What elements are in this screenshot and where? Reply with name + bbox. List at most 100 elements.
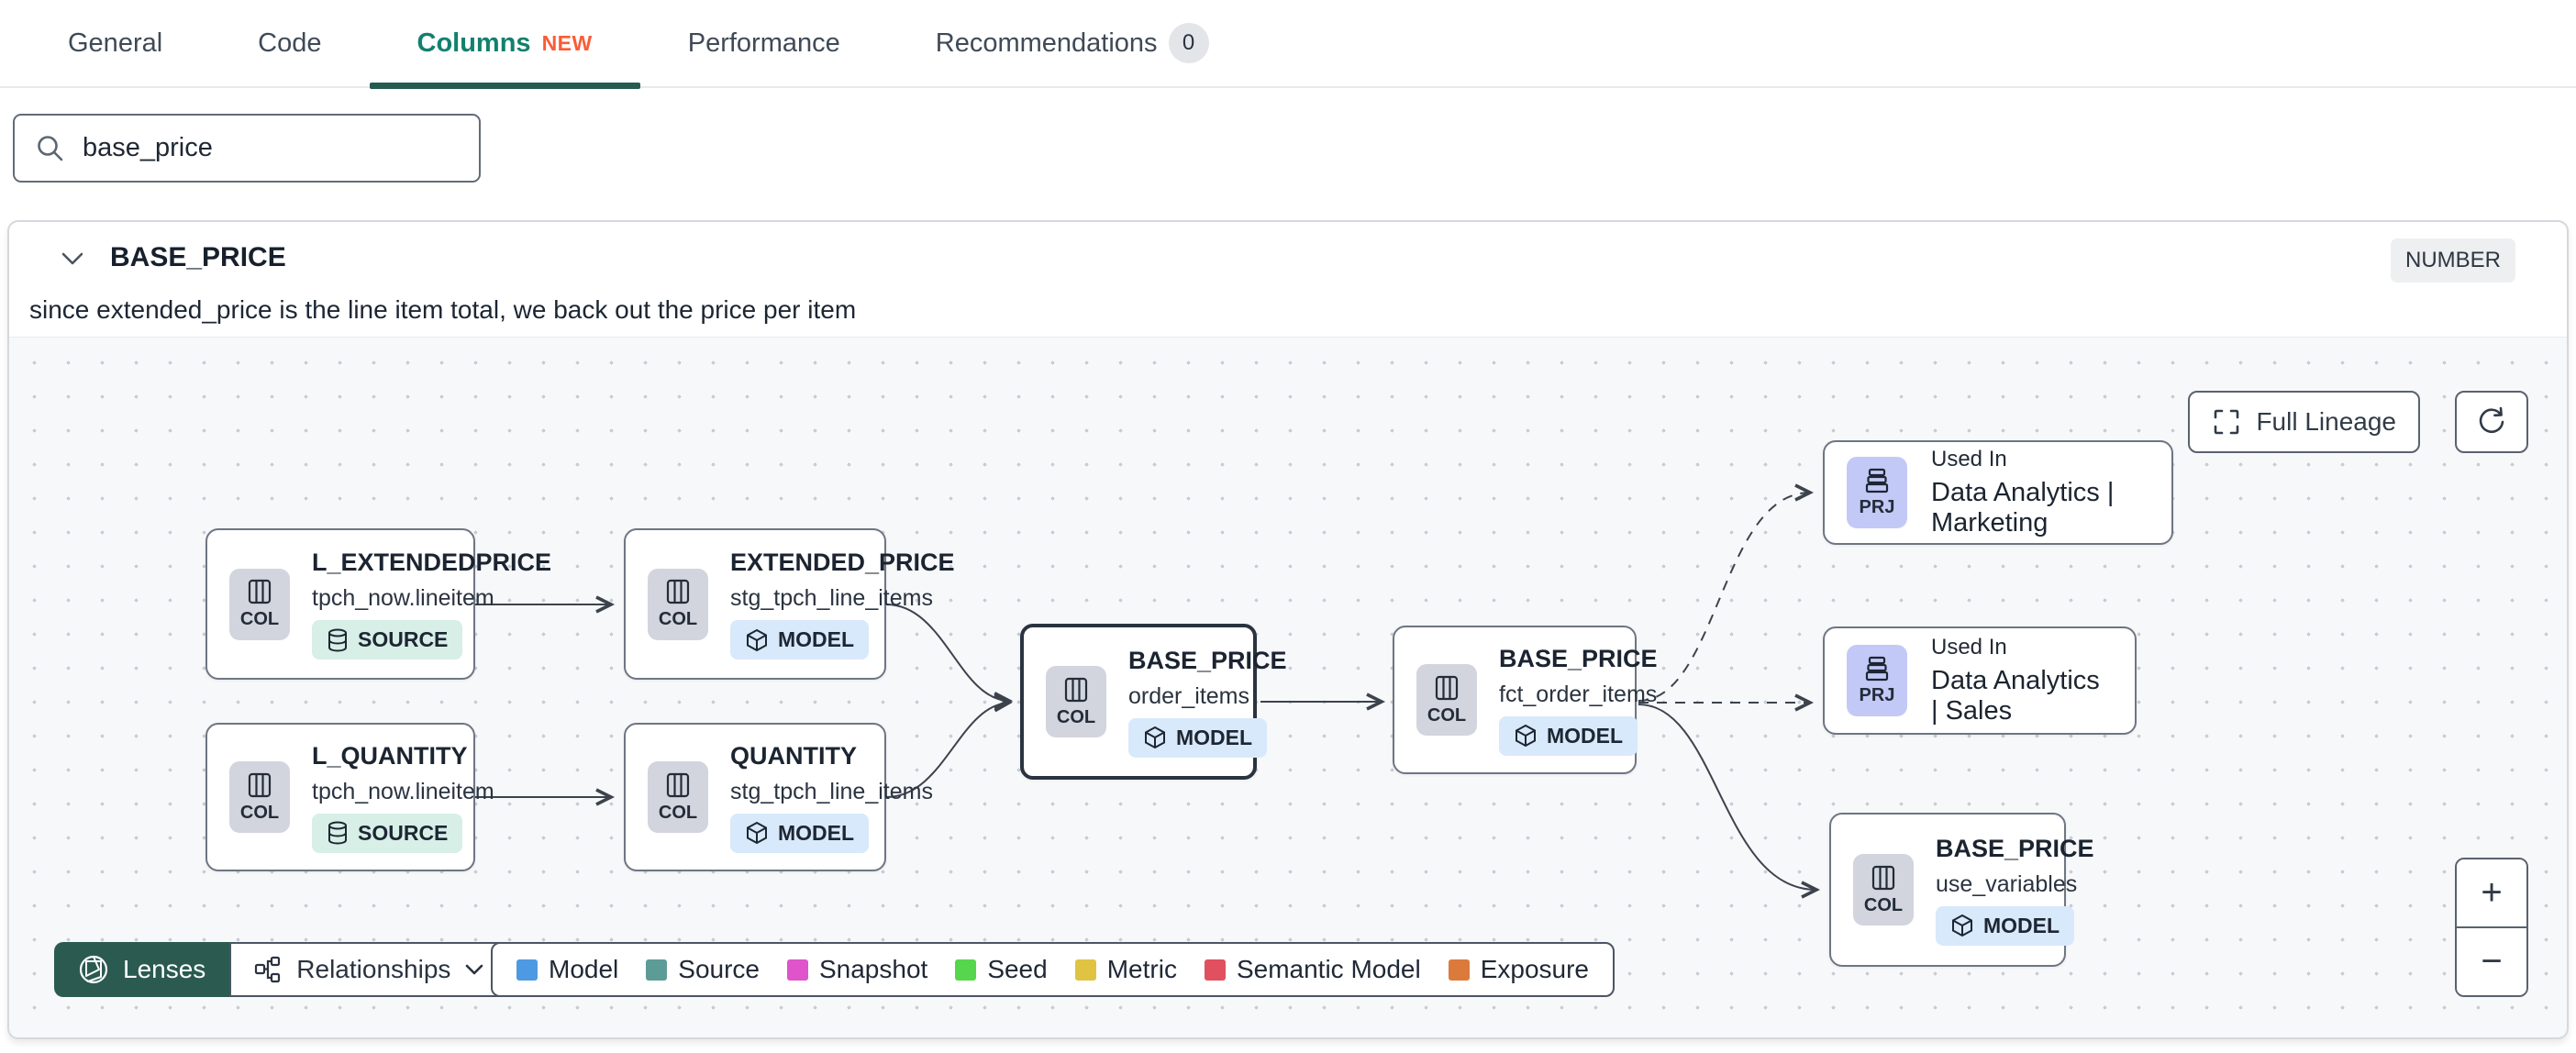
semantic-model-swatch — [1204, 959, 1226, 981]
search-icon — [38, 135, 63, 161]
node-title: QUANTITY — [730, 741, 857, 770]
lineage-canvas[interactable]: COL L_EXTENDEDPRICE tpch_now.lineitem SO… — [9, 337, 2567, 1037]
node-l-extendedprice[interactable]: COL L_EXTENDEDPRICE tpch_now.lineitem SO… — [205, 528, 551, 680]
tab-code[interactable]: Code — [258, 28, 322, 58]
refresh-icon — [2479, 406, 2504, 434]
node-used-in-marketing[interactable]: PRJ Used In Data Analytics | Marketing — [1823, 440, 2173, 545]
node-base-price-fct-order-items[interactable]: COL BASE_PRICE fct_order_items MODEL — [1393, 626, 1658, 774]
tab-performance[interactable]: Performance — [687, 28, 840, 58]
used-in-label: Used In — [1931, 635, 2007, 660]
model-badge: MODEL — [730, 813, 870, 853]
relationships-icon — [255, 956, 281, 983]
legend-semantic-model: Semantic Model — [1204, 955, 1421, 984]
cube-icon — [1516, 724, 1536, 748]
column-chip: COL — [1853, 854, 1914, 926]
refresh-button[interactable] — [2455, 391, 2528, 453]
node-extended-price[interactable]: COL EXTENDED_PRICE stg_tpch_line_items M… — [624, 528, 955, 680]
zoom-out-button[interactable]: − — [2457, 926, 2526, 995]
collapse-chevron-icon[interactable] — [61, 251, 84, 266]
node-title: L_EXTENDEDPRICE — [312, 549, 552, 576]
lenses-control: Lenses Relationships — [54, 942, 509, 997]
tab-recommendations[interactable]: Recommendations 0 — [888, 0, 1257, 87]
zoom-in-button[interactable]: + — [2457, 859, 2526, 926]
exposure-swatch — [1448, 959, 1470, 981]
column-description: since extended_price is the line item to… — [29, 295, 857, 324]
chevron-down-icon — [466, 964, 483, 975]
legend-seed: Seed — [955, 955, 1048, 984]
tab-bar: General Code Columns NEW Performance Rec… — [0, 0, 2576, 89]
column-chip: COL — [229, 761, 290, 833]
full-lineage-button[interactable]: Full Lineage — [2188, 391, 2420, 453]
database-icon — [328, 821, 347, 845]
source-badge: SOURCE — [312, 813, 463, 853]
aperture-icon — [79, 955, 108, 984]
project-chip: PRJ — [1847, 645, 1907, 716]
node-base-price-order-items[interactable]: COL BASE_PRICE order_items MODEL — [1020, 624, 1287, 780]
node-type-legend: Model Source Snapshot Seed Metric — [491, 942, 1616, 997]
column-type-badge: NUMBER — [2390, 238, 2515, 283]
metric-swatch — [1074, 959, 1096, 981]
project-chip: PRJ — [1847, 457, 1907, 528]
node-title: BASE_PRICE — [1128, 646, 1287, 674]
node-used-in-sales[interactable]: PRJ Used In Data Analytics | Sales — [1823, 626, 2137, 735]
node-title: L_QUANTITY — [312, 741, 468, 770]
node-subtitle: tpch_now.lineitem — [312, 585, 494, 611]
columns-icon — [248, 579, 272, 604]
model-badge: MODEL — [1499, 715, 1638, 756]
column-chip: COL — [229, 568, 290, 640]
expand-icon — [2215, 409, 2239, 435]
column-name: BASE_PRICE — [110, 242, 286, 272]
column-chip: COL — [1416, 664, 1477, 736]
columns-icon — [1064, 677, 1088, 702]
used-in-label: Used In — [1931, 447, 2007, 471]
recommendations-count-badge: 0 — [1168, 23, 1209, 63]
legend-metric: Metric — [1074, 955, 1177, 984]
node-subtitle: stg_tpch_line_items — [730, 778, 933, 804]
node-quantity[interactable]: COL QUANTITY stg_tpch_line_items MODEL — [624, 723, 933, 871]
column-chip: COL — [1046, 666, 1106, 737]
model-badge: MODEL — [1936, 905, 2075, 946]
columns-icon — [1435, 675, 1459, 700]
database-icon — [328, 628, 347, 652]
project-name: Data Analytics | Sales — [1931, 666, 2100, 726]
columns-icon — [1871, 865, 1895, 890]
project-name: Data Analytics | Marketing — [1931, 478, 2115, 538]
tab-general[interactable]: General — [68, 28, 163, 58]
project-stack-icon — [1865, 468, 1889, 493]
node-subtitle: tpch_now.lineitem — [312, 778, 494, 804]
cube-icon — [747, 628, 767, 651]
column-search[interactable] — [13, 114, 481, 183]
column-detail-panel: BASE_PRICE NUMBER since extended_price i… — [7, 220, 2569, 1039]
node-title: BASE_PRICE — [1936, 834, 2094, 862]
lenses-button[interactable]: Lenses — [54, 942, 230, 997]
tab-columns[interactable]: Columns NEW — [369, 0, 640, 89]
zoom-controls: + − — [2455, 858, 2528, 997]
relationships-dropdown[interactable]: Relationships — [229, 942, 509, 997]
project-stack-icon — [1865, 656, 1889, 681]
cube-icon — [1952, 914, 1972, 937]
search-input[interactable] — [83, 133, 459, 163]
model-swatch — [516, 959, 538, 981]
node-base-price-use-variables[interactable]: COL BASE_PRICE use_variables MODEL — [1829, 813, 2094, 967]
column-chip: COL — [648, 761, 708, 833]
model-badge: MODEL — [730, 620, 870, 660]
node-l-quantity[interactable]: COL L_QUANTITY tpch_now.lineitem SOURCE — [205, 723, 494, 871]
columns-icon — [666, 579, 690, 604]
legend-snapshot: Snapshot — [786, 955, 927, 984]
source-badge: SOURCE — [312, 620, 463, 660]
node-title: EXTENDED_PRICE — [730, 549, 955, 576]
columns-icon — [666, 772, 690, 797]
node-subtitle: stg_tpch_line_items — [730, 585, 933, 611]
cube-icon — [747, 821, 767, 845]
seed-swatch — [955, 959, 977, 981]
node-title: BASE_PRICE — [1499, 644, 1658, 672]
legend-model: Model — [516, 955, 618, 984]
lineage-edges — [475, 483, 1821, 899]
source-swatch — [646, 959, 668, 981]
new-badge: NEW — [541, 30, 593, 55]
cube-icon — [1145, 726, 1165, 749]
legend-source: Source — [646, 955, 760, 984]
snapshot-swatch — [786, 959, 808, 981]
column-header: BASE_PRICE NUMBER since extended_price i… — [9, 222, 2567, 337]
